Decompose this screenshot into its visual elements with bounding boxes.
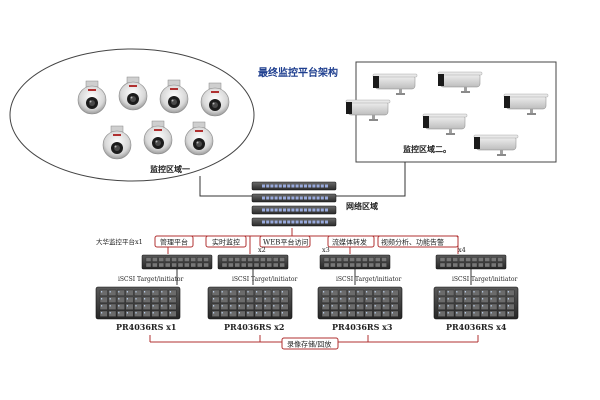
zone-one-label: 监控区域一 [150,164,190,174]
dome-camera-icon [184,121,214,156]
storage-array-icon [207,286,293,320]
iscsi-label-3: iSCSI Target/initiator [336,276,401,283]
svg-text:WEB平台访问: WEB平台访问 [263,238,308,247]
svg-text:视频分析、功能告警: 视频分析、功能告警 [381,238,444,247]
storage-columns [95,254,519,320]
multiplier-x3: x3 [322,246,330,254]
dome-camera-group [77,76,230,160]
storage-array-icon [433,286,519,320]
storage-label-1: PR4036RS x1 [116,322,176,332]
storage-label-3: PR4036RS x3 [332,322,393,332]
network-switch-stack [251,181,337,227]
iscsi-label-2: iSCSI Target/initiator [232,276,297,283]
dome-camera-icon [102,125,132,160]
server-1u-icon [141,254,213,270]
footer-tag: 录像存储/回放 [281,337,339,350]
iscsi-label-4: iSCSI Target/initiator [452,276,517,283]
storage-array-icon [317,286,403,320]
zone-two-link [336,162,406,197]
network-label: 网络区域 [346,201,378,211]
iscsi-label-1: iSCSI Target/initiator [118,276,183,283]
server-1u-icon [217,254,289,270]
dome-camera-icon [143,120,173,155]
function-tag-2: 实时监控 [205,235,247,248]
diagram-title: 最终监控平台架构 [258,66,338,79]
bullet-camera-icon [345,99,391,121]
network-switch-icon [251,205,337,215]
svg-text:实时监控: 实时监控 [212,238,240,247]
svg-text:录像存储/回放: 录像存储/回放 [287,340,331,349]
storage-label-4: PR4036RS x4 [446,322,507,332]
network-switch-icon [251,217,337,227]
multiplier-x4: x4 [458,246,466,254]
dome-camera-icon [159,79,189,114]
platform-label: 大华监控平台x1 [96,237,143,246]
storage-label-2: PR4036RS x2 [224,322,284,332]
network-switch-icon [251,193,337,203]
server-1u-icon [435,254,507,270]
zone-two-label: 监控区域二。 [403,144,451,154]
multiplier-x2: x2 [258,246,266,254]
bullet-camera-icon [437,71,483,93]
function-tag-4: 流媒体转发 [327,235,375,248]
function-tag-1: 管理平台 [154,235,194,248]
svg-text:管理平台: 管理平台 [160,238,188,247]
function-tag-3: WEB平台访问 [259,235,311,248]
bullet-camera-icon [422,113,468,135]
network-switch-icon [251,181,337,191]
bullet-camera-group [345,71,549,156]
dome-camera-icon [77,80,107,115]
bullet-camera-icon [473,134,519,156]
server-1u-icon [319,254,391,270]
bullet-camera-icon [372,73,418,95]
bullet-camera-icon [503,93,549,115]
storage-array-icon [95,286,181,320]
dome-camera-icon [200,82,230,117]
svg-text:流媒体转发: 流媒体转发 [332,238,367,247]
zone-one-link [199,176,252,197]
dome-camera-icon [118,76,148,111]
function-tag-5: 视频分析、功能告警 [377,235,459,248]
